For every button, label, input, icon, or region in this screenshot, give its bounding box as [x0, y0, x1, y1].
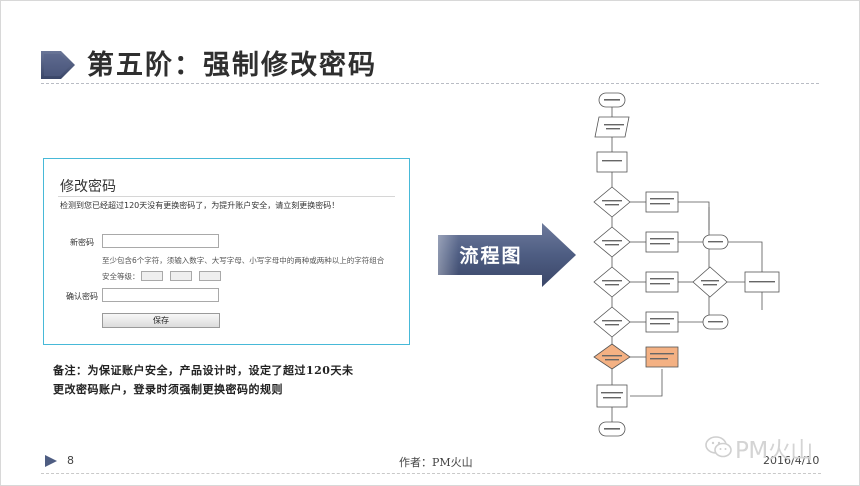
password-hint: 至少包含6个字符，须输入数字、大写字母、小写字母中的两种或两种以上的字符组合 [102, 256, 385, 265]
wechat-icon [705, 436, 732, 458]
form-notice: 检测到您已经超过120天没有更换密码了，为提升账户安全，请立刻更换密码！ [60, 201, 340, 210]
slide-title: 第五阶：强制修改密码 [87, 50, 377, 81]
strength-meter-segment [141, 271, 163, 281]
save-button[interactable]: 保存 [102, 313, 220, 328]
confirm-password-input[interactable] [102, 288, 219, 302]
triangle-right-icon [45, 455, 57, 467]
footer-divider [41, 473, 821, 474]
strength-label: 安全等级： [102, 272, 140, 281]
title-divider [41, 83, 819, 84]
strength-meter-segment [170, 271, 192, 281]
flowchart-arrow-icon [438, 223, 576, 287]
strength-meter-segment [199, 271, 221, 281]
form-divider [58, 196, 395, 197]
flowchart-arrow-label: 流程图 [459, 245, 523, 267]
flowchart-diagram [593, 92, 780, 437]
design-note-line: 更改密码账户，登录时须强制更换密码的规则 [53, 383, 283, 396]
slide-date: 2016/4/10 [763, 454, 820, 467]
new-password-label: 新密码 [70, 238, 94, 247]
form-title: 修改密码 [60, 179, 116, 195]
design-note-line: 备注：为保证账户安全，产品设计时，设定了超过120天未 [53, 364, 354, 377]
change-password-form: 修改密码 检测到您已经超过120天没有更换密码了，为提升账户安全，请立刻更换密码… [43, 158, 410, 345]
confirm-password-label: 确认密码 [66, 292, 98, 301]
author: 作者：PM火山 [399, 456, 473, 469]
watermark-text: PM火山 [735, 438, 813, 464]
new-password-input[interactable] [102, 234, 219, 248]
title-marker-icon [41, 51, 75, 79]
page-number: 8 [67, 454, 74, 467]
design-note: 备注：为保证账户安全，产品设计时，设定了超过120天未 更改密码账户，登录时须强… [53, 361, 448, 399]
